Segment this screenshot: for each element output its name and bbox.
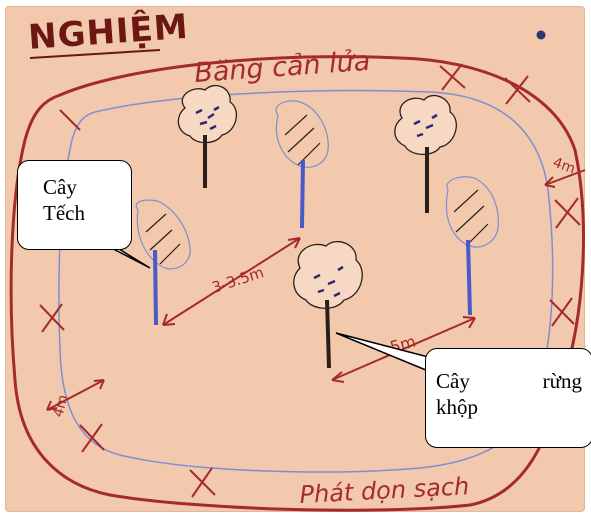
forest-tree-1 [177, 85, 238, 188]
teak-tree-3 [445, 176, 499, 316]
forest-callout-word2: rừng [542, 369, 582, 393]
firebreak-label: Băng cản lửa [193, 46, 371, 89]
teak-callout-line1: Cây [43, 175, 77, 199]
pushpin [536, 30, 546, 40]
teak-callout-line2: Tếch [43, 201, 85, 225]
teak-callout: Cây Tếch [17, 160, 132, 250]
arrow-forest-spacing [331, 317, 476, 381]
arrow-teak-spacing [162, 237, 301, 326]
forest-callout: Cây rừng khộp [425, 348, 591, 448]
arrow-left-width [46, 379, 105, 411]
forest-tree-2 [394, 95, 457, 213]
planting-boundary [58, 89, 554, 473]
firebreak-boundary [9, 55, 585, 512]
forest-callout-line2: khộp [436, 395, 478, 419]
teak-tree-1 [135, 199, 191, 326]
forest-callout-word1: Cây [436, 369, 470, 393]
forest-tree-3 [293, 241, 363, 369]
arrow-right-width [544, 169, 586, 186]
distance-arrows [46, 169, 586, 411]
left-width-label: 4m [50, 393, 71, 419]
forest-callout-line1: Cây rừng [436, 369, 582, 393]
right-width-label: 4m [551, 155, 578, 178]
clearing-label: Phát dọn sạch [299, 472, 470, 509]
teak-tree-2 [275, 100, 329, 229]
teak-spacing-label: 3-3.5m [210, 263, 266, 297]
